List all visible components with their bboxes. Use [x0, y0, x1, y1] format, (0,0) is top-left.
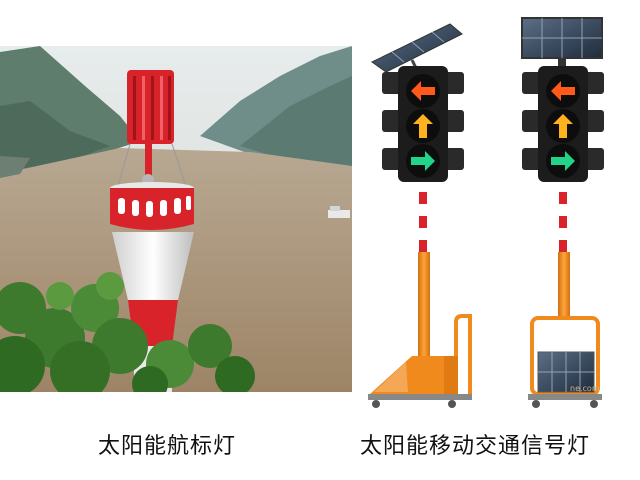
- caption-solar-navigation-beacon: 太阳能航标灯: [98, 434, 237, 459]
- right-arrow-signal-icon: [411, 151, 435, 171]
- right-mountain-shade: [240, 76, 352, 171]
- beacon-cone: [112, 232, 194, 300]
- tree-foliage: [0, 272, 255, 392]
- mobile-traffic-signal-2: [521, 17, 604, 408]
- up-arrow-signal-icon: [413, 114, 433, 138]
- up-arrow-signal-icon: [553, 114, 573, 138]
- solar-panel-icon: [521, 17, 603, 68]
- right-arrow-signal-icon: [551, 151, 575, 171]
- boat: [328, 210, 350, 218]
- watermark-text: ne.com: [570, 384, 600, 393]
- mobile-traffic-signal-1: [368, 23, 472, 408]
- caption-solar-mobile-traffic-signal: 太阳能移动交通信号灯: [360, 434, 591, 459]
- left-mountain-shade: [0, 101, 110, 171]
- solar-panel-icon: [371, 23, 463, 77]
- left-arrow-signal-icon: [551, 81, 575, 101]
- navigation-beacon-photo: [0, 46, 352, 392]
- left-arrow-signal-icon: [411, 81, 435, 101]
- traffic-signal-illustration: [352, 0, 640, 420]
